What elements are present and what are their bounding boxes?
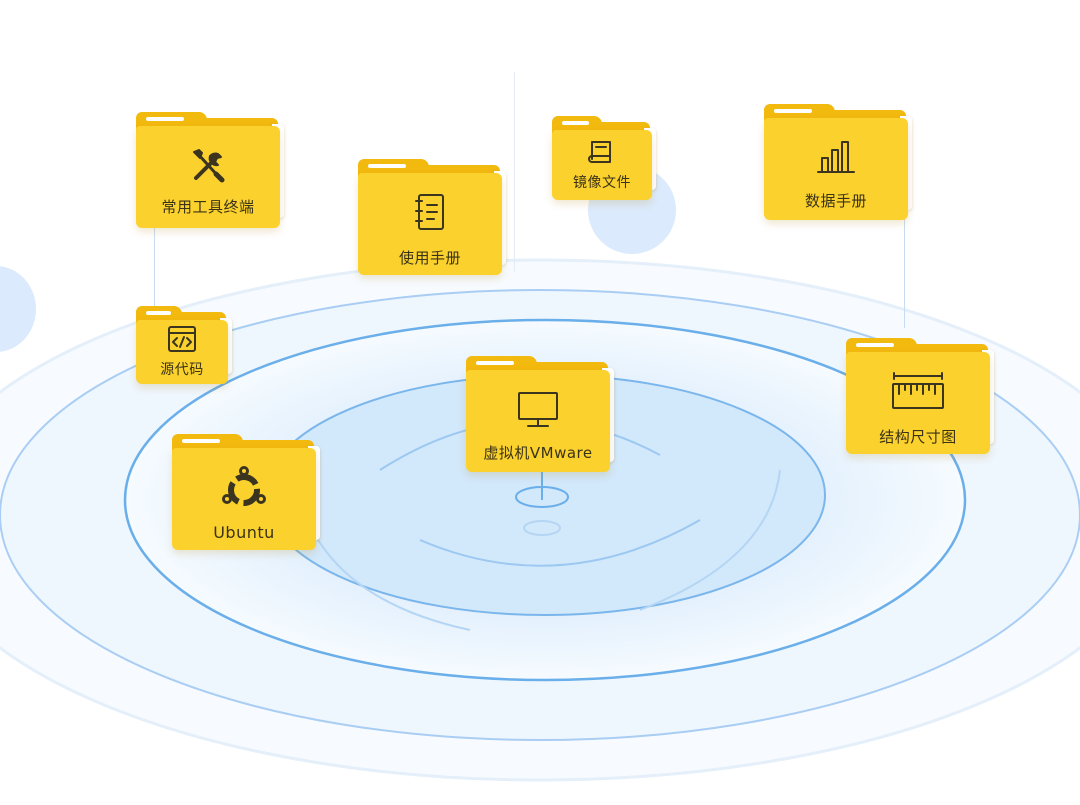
folder-label: Ubuntu xyxy=(213,523,275,542)
folder-front xyxy=(846,352,990,454)
folder-tab-highlight xyxy=(856,343,895,347)
bar-chart-icon xyxy=(764,136,908,176)
folder-datasheet[interactable]: 数据手册 xyxy=(764,104,912,220)
book-icon xyxy=(552,138,652,168)
folder-dimension[interactable]: 结构尺寸图 xyxy=(846,338,994,454)
folder-tab-highlight xyxy=(146,117,185,121)
folder-front xyxy=(358,173,502,275)
folder-front xyxy=(764,118,908,220)
connector-line-left xyxy=(154,226,155,314)
connector-line-center xyxy=(514,72,515,272)
folder-tab-highlight xyxy=(562,121,590,125)
ruler-icon xyxy=(846,372,990,412)
folder-label: 结构尺寸图 xyxy=(879,428,957,446)
code-icon xyxy=(136,324,228,354)
folder-front xyxy=(172,448,316,550)
folder-tab-highlight xyxy=(146,311,171,315)
folder-front xyxy=(136,126,280,228)
folder-manual[interactable]: 使用手册 xyxy=(358,159,506,275)
folder-label: 虚拟机VMware xyxy=(483,444,593,462)
folder-tab-highlight xyxy=(476,361,515,365)
folder-tab-highlight xyxy=(774,109,813,113)
folder-label: 源代码 xyxy=(160,362,204,378)
tools-icon xyxy=(136,146,280,186)
ubuntu-icon xyxy=(172,466,316,512)
folder-label: 数据手册 xyxy=(804,192,867,210)
folder-source[interactable]: 源代码 xyxy=(136,306,232,384)
folder-label: 使用手册 xyxy=(398,249,461,267)
folder-label: 常用工具终端 xyxy=(161,198,255,216)
folder-vmware[interactable]: 虚拟机VMware xyxy=(466,356,614,472)
folder-tab-highlight xyxy=(182,439,221,443)
folder-ubuntu[interactable]: Ubuntu xyxy=(172,434,320,550)
folder-tools[interactable]: 常用工具终端 xyxy=(136,112,284,228)
folder-image[interactable]: 镜像文件 xyxy=(552,116,656,200)
notebook-icon xyxy=(358,191,502,233)
folder-label: 镜像文件 xyxy=(573,175,631,191)
folder-tab-highlight xyxy=(368,164,407,168)
connector-line-right xyxy=(904,218,905,328)
monitor-icon xyxy=(466,390,610,430)
